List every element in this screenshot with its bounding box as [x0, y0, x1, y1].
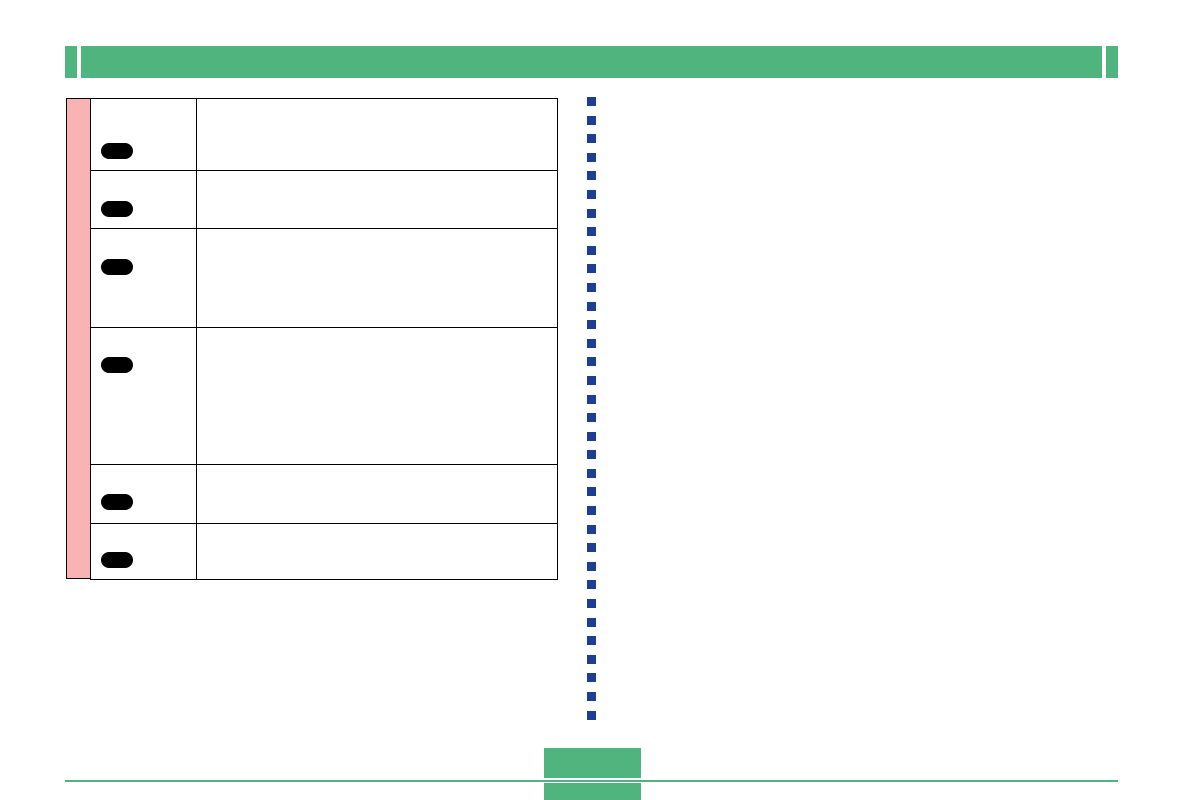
table-desc-cell [196, 170, 558, 229]
table-row [90, 327, 558, 465]
divider-dot [587, 134, 596, 144]
table-desc-cell [196, 327, 558, 465]
table-key-cell [90, 98, 197, 171]
table-row [90, 464, 558, 524]
table-row [90, 523, 558, 580]
divider-dot [587, 561, 596, 571]
table-row [90, 98, 558, 171]
key-pill-icon [101, 201, 133, 217]
divider-dot [587, 357, 596, 367]
divider-dot [587, 115, 596, 125]
divider-dot [587, 543, 596, 553]
divider-dot [587, 692, 596, 701]
spec-table [90, 98, 558, 580]
page-number-box [544, 748, 641, 778]
divider-dot [587, 450, 596, 460]
table-key-cell [90, 464, 197, 524]
key-pill-icon [101, 143, 133, 159]
table-key-cell [90, 523, 197, 580]
divider-dot [587, 654, 596, 664]
divider-dot [587, 245, 596, 255]
key-pill-icon [101, 357, 133, 373]
divider-dot [587, 227, 596, 237]
divider-dot [587, 394, 596, 404]
divider-dot [587, 320, 596, 330]
divider-dot [587, 506, 596, 516]
divider-dot [587, 468, 596, 478]
table-desc-cell [196, 464, 558, 524]
table-desc-cell [196, 98, 558, 171]
table-desc-cell [196, 523, 558, 580]
header-bar-right-cap [1106, 46, 1118, 78]
table-key-cell [90, 327, 197, 465]
divider-dot [587, 710, 596, 720]
page-number-box-lower [544, 783, 641, 800]
divider-dot [587, 152, 596, 162]
footer-rule [65, 780, 1118, 782]
divider-dot [587, 338, 596, 348]
divider-dot [587, 301, 596, 311]
divider-dot [587, 282, 596, 292]
table-key-cell [90, 228, 197, 328]
divider-dot [587, 580, 596, 590]
key-pill-icon [101, 494, 133, 510]
divider-dot [587, 524, 596, 534]
divider-dot [587, 97, 596, 106]
divider-dot [587, 171, 596, 181]
table-row [90, 170, 558, 229]
divider-dot [587, 264, 596, 274]
key-pill-icon [101, 259, 133, 275]
divider-dot [587, 636, 596, 646]
table-side-band [66, 98, 90, 579]
divider-dot [587, 599, 596, 609]
divider-dot [587, 431, 596, 441]
divider-dot [587, 208, 596, 218]
key-pill-icon [101, 552, 133, 568]
table-row [90, 228, 558, 328]
divider-dot [587, 413, 596, 423]
table-key-cell [90, 170, 197, 229]
header-bar [81, 46, 1102, 78]
divider-dot [587, 375, 596, 385]
divider-dot [587, 673, 596, 683]
column-divider [587, 97, 596, 729]
table-desc-cell [196, 228, 558, 328]
divider-dot [587, 617, 596, 627]
header-bar-left-cap [65, 46, 77, 78]
divider-dot [587, 487, 596, 497]
divider-dot [587, 189, 596, 199]
